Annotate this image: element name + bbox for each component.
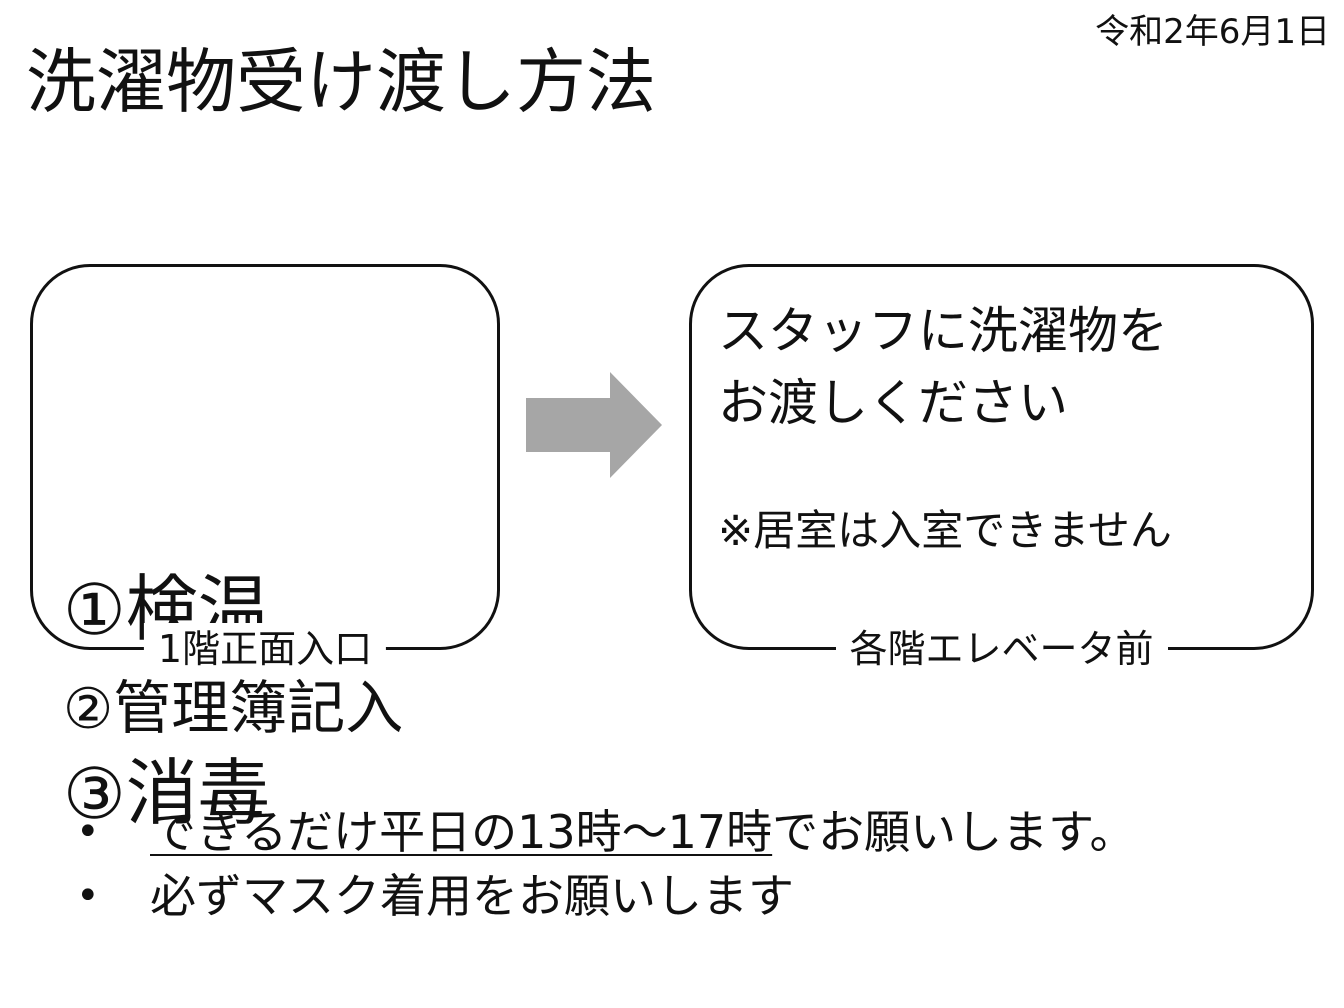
notice-list: • できるだけ平日の13時～17時でお願いします。 • 必ずマスク着用をお願いし… — [70, 800, 1136, 928]
bullet-marker: • — [76, 873, 100, 919]
step-number: ② — [63, 677, 114, 742]
page-title: 洗濯物受け渡し方法 — [26, 41, 656, 123]
time-window-text: できるだけ平日の13時～17時 — [150, 805, 773, 859]
handover-message-line2: お渡しください — [718, 374, 1068, 432]
list-item: • 必ずマスク着用をお願いします — [70, 864, 1136, 928]
step-item-disinfect: ③消毒 — [63, 751, 270, 836]
request-text: でお願いします。 — [772, 805, 1136, 859]
right-arrow-icon — [526, 372, 662, 478]
step-label: 管理簿記入 — [113, 674, 404, 742]
mask-notice-text: 必ずマスク着用をお願いします — [150, 869, 794, 923]
handover-message-line1: スタッフに洗濯物を — [718, 302, 1168, 360]
date-text: 令和2年6月1日 — [1095, 12, 1330, 52]
list-item: • できるだけ平日の13時～17時でお願いします。 — [70, 800, 1136, 864]
handover-box: スタッフに洗濯物を お渡しください ※居室は入室できません 各階エレベータ前 — [689, 264, 1314, 675]
step-number: ① — [63, 569, 126, 651]
handover-message: スタッフに洗濯物を お渡しください — [718, 295, 1168, 439]
bullet-marker: • — [76, 809, 100, 855]
step-number: ③ — [63, 753, 126, 835]
entrance-steps-box: ①検温 ②管理簿記入 ③消毒 1階正面入口 — [30, 264, 500, 835]
step-item-register: ②管理簿記入 — [63, 671, 403, 747]
elevator-location-label: 各階エレベータ前 — [835, 623, 1168, 675]
room-entry-note: ※居室は入室できません — [718, 506, 1172, 555]
entrance-location-label: 1階正面入口 — [143, 623, 387, 675]
step-label: 消毒 — [125, 751, 270, 835]
